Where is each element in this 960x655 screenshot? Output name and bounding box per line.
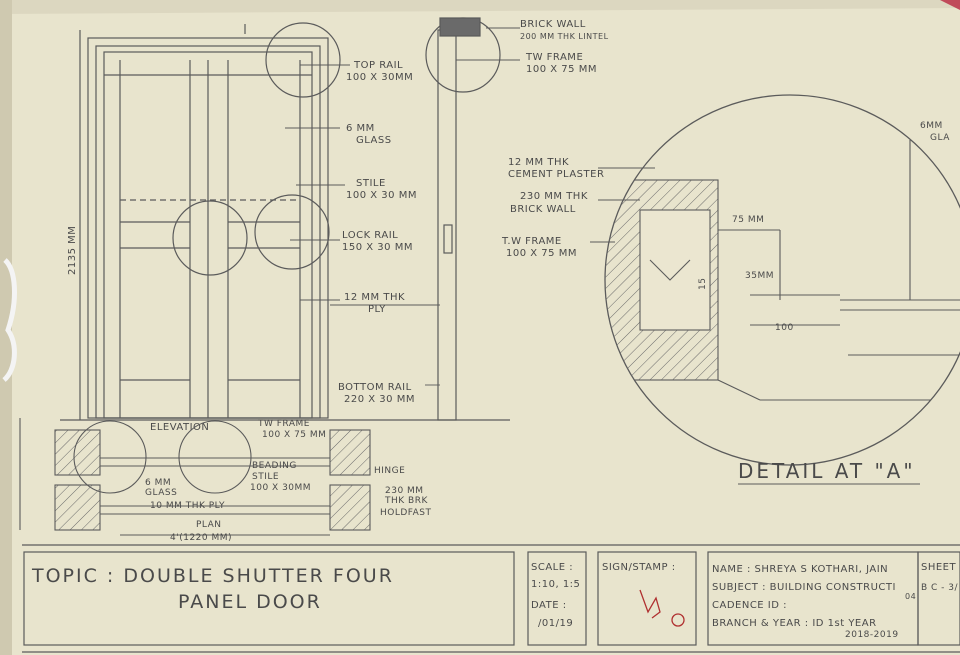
plan-label-stile: STILE [252,472,279,482]
cadence-field: CADENCE ID : [712,600,787,611]
door-elevation [60,22,510,421]
detail-label-brick2: BRICK WALL [510,204,576,215]
signature-stamp [639,589,685,627]
title-block [22,544,960,653]
plan-label-ply: 10 MM THK PLY [150,501,225,511]
detail-label-frame-size: 100 X 75 MM [506,248,577,259]
label-lock-rail: LOCK RAIL [342,230,398,241]
plan-label-brk: 230 MM [385,486,424,496]
detail-a: 12 MM THK CEMENT PLASTER 230 MM THK BRIC… [501,94,960,485]
plan-label-tw-frame-size: 100 X 75 MM [262,430,326,440]
sign-label: SIGN/STAMP : [602,562,676,573]
detail-label-75: 75 MM [732,215,764,225]
label-stile-size: 100 X 30 MM [346,190,417,201]
detail-label-plaster: 12 MM THK [508,157,569,168]
label-bottom-rail: BOTTOM RAIL [338,382,412,393]
label-brick-wall: BRICK WALL [520,19,586,30]
scale-value: 1:10, 1:5 [531,579,580,590]
plan-label-glass: GLASS [145,488,177,498]
detail-label-brick: 230 MM THK [520,191,588,202]
label-bottom-rail-size: 220 X 30 MM [344,394,415,405]
plan-label-glass-thk: 6 MM [145,478,171,488]
label-lock-rail-size: 150 X 30 MM [342,242,413,253]
name-field: NAME : SHREYA S KOTHARI, JAIN [712,564,888,575]
label-lintel: 200 MM THK LINTEL [520,32,609,41]
detail-label-glass2: GLA [930,133,950,143]
label-stile: STILE [356,178,386,189]
label-ply: PLY [368,304,386,315]
binder-clip [2,258,17,382]
label-glass-thk: 6 MM [346,123,375,134]
label-glass: GLASS [356,135,392,146]
label-top-rail: TOP RAIL [353,60,403,71]
branch-field: BRANCH & YEAR : ID 1st YEAR [712,618,877,629]
label-tw-frame: TW FRAME [525,52,583,63]
detail-title: DETAIL AT "A" [738,459,916,483]
plan-label-hinge: HINGE [374,466,405,476]
sheet-label: SHEET [921,562,957,573]
sheet-number2: 04 [905,592,916,601]
plan-label-holdfast: HOLDFAST [380,508,432,518]
label-elevation: ELEVATION [150,422,209,433]
plan-label-plan: PLAN [196,520,222,530]
date-label: DATE : [531,600,567,611]
plan-label-width: 4'(1220 MM) [170,533,232,543]
detail-label-35: 35MM [745,271,774,281]
scale-label: SCALE : [531,562,573,573]
plan-label-beading: BEADING [252,461,297,471]
subject-field: SUBJECT : BUILDING CONSTRUCTI [712,582,896,593]
topic-line1: TOPIC : DOUBLE SHUTTER FOUR [31,565,394,587]
label-height-dim: 2135 MM [67,226,78,275]
leader-lines [285,27,520,386]
detail-label-glass: 6MM [920,121,943,131]
detail-label-plaster2: CEMENT PLASTER [508,169,604,180]
door-plan [19,418,371,536]
label-ply-thk: 12 MM THK [344,292,405,303]
detail-label-100: 100 [775,323,794,333]
sheet-number: B C - 3/ [921,583,959,593]
label-top-rail-size: 100 X 30MM [346,72,413,83]
label-tw-frame-size: 100 X 75 MM [526,64,597,75]
plan-label-tw-frame: TW FRAME [257,419,310,429]
plan-label-brk2: THK BRK [384,496,428,506]
plan-label-stile-size: 100 X 30MM [250,483,311,493]
years-field: 2018-2019 [845,630,899,640]
topic-line2: PANEL DOOR [178,591,322,613]
date-value: /01/19 [538,618,573,629]
detail-label-frame: T.W FRAME [501,236,562,247]
door-section [425,17,501,421]
detail-label-15: 15 [698,278,708,290]
